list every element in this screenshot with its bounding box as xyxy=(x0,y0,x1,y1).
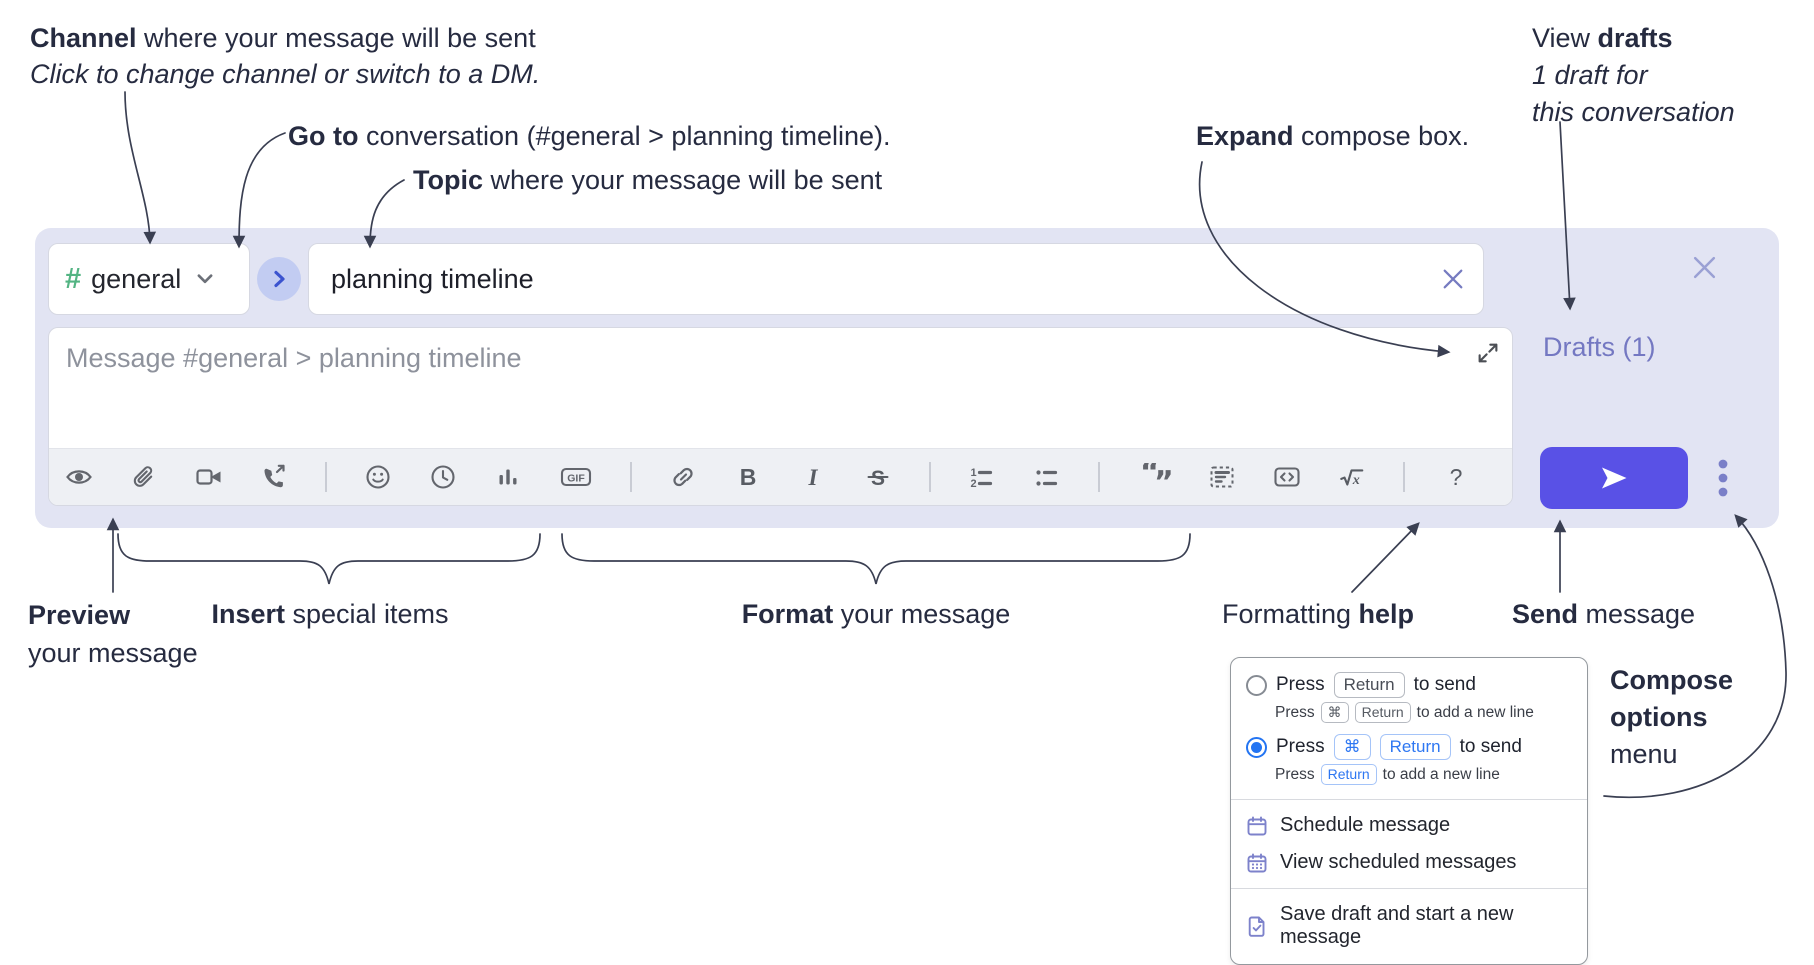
return-keycap: Return xyxy=(1354,702,1411,723)
message-compose-area: GIF B I S 12 “” xyxy=(48,327,1513,506)
svg-text:B: B xyxy=(740,464,757,490)
cmd-keycap: ⌘ xyxy=(1333,734,1371,760)
send-plane-icon xyxy=(1598,464,1630,492)
svg-text:I: I xyxy=(808,465,819,490)
video-clip-icon[interactable] xyxy=(195,463,223,491)
annotation-channel-line1: Channel where your message will be sent xyxy=(30,23,536,53)
radio-selected-icon[interactable] xyxy=(1246,736,1267,758)
topic-input[interactable] xyxy=(309,263,1433,295)
menu-item-schedule-message[interactable]: Schedule message xyxy=(1231,807,1587,844)
close-icon[interactable] xyxy=(1685,248,1723,286)
toolbar-divider xyxy=(929,462,931,492)
bold-icon[interactable]: B xyxy=(734,463,762,491)
svg-text:2: 2 xyxy=(970,478,976,490)
connector-formatting-help xyxy=(1351,522,1420,593)
formatting-help-icon[interactable]: ? xyxy=(1442,463,1470,491)
link-icon[interactable] xyxy=(669,463,697,491)
blockquote-icon[interactable]: “” xyxy=(1137,463,1171,491)
attach-file-icon[interactable] xyxy=(130,463,158,491)
poll-chart-icon[interactable] xyxy=(494,463,522,491)
expand-icon[interactable] xyxy=(1475,340,1501,371)
menu-option-cmd-return-to-send-hint: Press Return to add a new line xyxy=(1231,764,1587,792)
channel-hash-icon: # xyxy=(65,262,82,295)
bulleted-list-icon[interactable] xyxy=(1033,463,1061,491)
channel-selector[interactable]: # general xyxy=(48,243,250,315)
menu-option-return-to-send-hint: Press ⌘ Return to add a new line xyxy=(1231,702,1587,730)
chevron-down-icon xyxy=(197,274,213,284)
send-button[interactable] xyxy=(1540,447,1688,509)
annotation-view-drafts-line1: View drafts xyxy=(1532,23,1673,53)
message-input[interactable] xyxy=(49,328,1512,374)
draft-document-icon xyxy=(1246,915,1268,937)
formatting-toolbar: GIF B I S 12 “” xyxy=(49,448,1512,505)
svg-text:S: S xyxy=(871,467,885,490)
italic-icon[interactable]: I xyxy=(799,463,827,491)
toolbar-divider xyxy=(325,462,327,492)
annotation-channel-line2: Click to change channel or switch to a D… xyxy=(30,59,541,89)
compose-options-menu: Press Return to send Press ⌘ Return to a… xyxy=(1230,657,1588,965)
chevron-right-icon xyxy=(270,269,288,289)
menu-divider xyxy=(1231,888,1587,889)
annotation-compose-options: Compose options menu xyxy=(1610,665,1734,769)
annotation-expand: Expand compose box. xyxy=(1196,121,1470,151)
toolbar-divider xyxy=(1403,462,1405,492)
code-block-icon[interactable] xyxy=(1208,463,1236,491)
brace-insert xyxy=(117,533,541,585)
annotation-format: Format your message xyxy=(741,599,1011,629)
annotation-preview: Preview your message xyxy=(28,600,198,668)
annotation-insert: Insert special items xyxy=(211,599,449,629)
compose-box: # general xyxy=(35,228,1779,528)
compose-options-kebab-icon[interactable] xyxy=(1715,456,1731,500)
return-keycap: Return xyxy=(1379,734,1451,760)
go-to-conversation-button[interactable] xyxy=(257,257,301,301)
toolbar-divider xyxy=(1098,462,1100,492)
recent-clock-icon[interactable] xyxy=(429,463,457,491)
strikethrough-icon[interactable]: S xyxy=(864,463,892,491)
svg-text:?: ? xyxy=(1450,464,1463,490)
toolbar-divider xyxy=(630,462,632,492)
code-icon[interactable] xyxy=(1273,463,1301,491)
return-keycap: Return xyxy=(1320,764,1377,785)
drafts-link[interactable]: Drafts (1) xyxy=(1543,332,1656,362)
svg-text:1: 1 xyxy=(970,467,976,479)
annotation-goto: Go to conversation (#general > planning … xyxy=(288,121,891,151)
svg-text:“: “ xyxy=(1140,463,1160,490)
menu-item-save-draft[interactable]: Save draft and start a new message xyxy=(1231,896,1587,956)
annotation-send: Send message xyxy=(1512,599,1696,629)
svg-text:x: x xyxy=(1352,473,1360,488)
calendar-icon xyxy=(1246,815,1268,837)
topic-field xyxy=(308,243,1484,315)
return-keycap: Return xyxy=(1333,672,1405,698)
clear-topic-icon[interactable] xyxy=(1433,259,1473,299)
menu-divider xyxy=(1231,799,1587,800)
svg-text:”: ” xyxy=(1154,465,1171,491)
gif-icon[interactable]: GIF xyxy=(559,463,593,491)
brace-format xyxy=(561,533,1191,585)
channel-name: general xyxy=(91,263,182,294)
formula-icon[interactable]: x xyxy=(1338,463,1366,491)
connector-channel xyxy=(124,91,157,245)
menu-option-cmd-return-to-send[interactable]: Press ⌘ Return to send xyxy=(1231,730,1587,764)
annotation-channel: Channel where your message will be sent … xyxy=(30,20,540,92)
calendar-grid-icon xyxy=(1246,852,1268,874)
annotation-view-drafts: View drafts 1 draft for this conversatio… xyxy=(1532,20,1735,131)
menu-item-view-scheduled-messages[interactable]: View scheduled messages xyxy=(1231,844,1587,881)
menu-option-return-to-send[interactable]: Press Return to send xyxy=(1231,668,1587,702)
cmd-keycap: ⌘ xyxy=(1320,702,1349,723)
preview-icon[interactable] xyxy=(65,463,93,491)
emoji-icon[interactable] xyxy=(364,463,392,491)
radio-unselected-icon[interactable] xyxy=(1246,674,1267,696)
annotation-topic: Topic where your message will be sent xyxy=(413,165,883,195)
svg-text:GIF: GIF xyxy=(567,473,585,485)
audio-call-icon[interactable] xyxy=(260,463,288,491)
annotation-formatting-help: Formatting help xyxy=(1222,599,1415,629)
